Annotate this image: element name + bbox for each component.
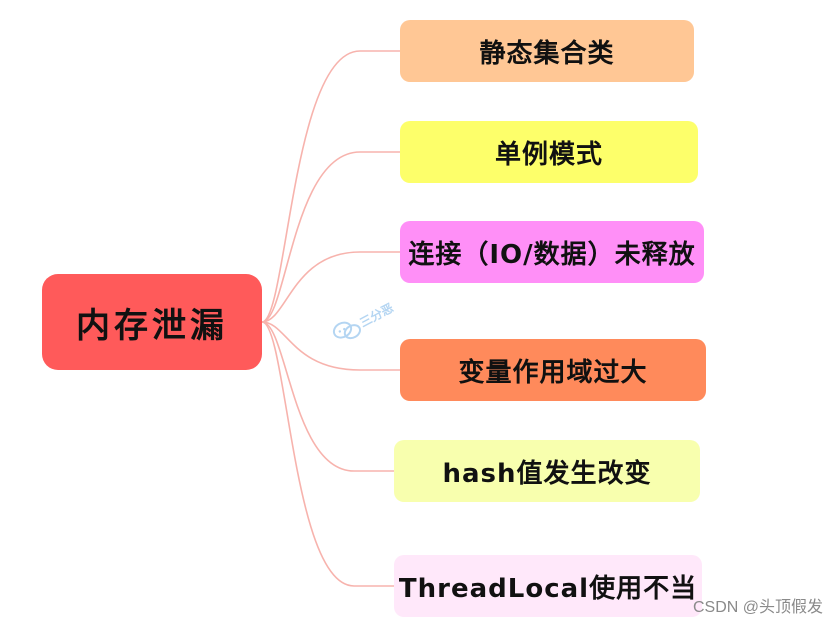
branch-node-unreleased-connection: 连接（IO/数据）未释放 [400,221,704,283]
connector-line [261,321,394,472]
branch-node-singleton: 单例模式 [400,121,698,183]
connector-line [261,321,394,587]
connector-line [261,50,400,323]
branch-node-variable-scope: 变量作用域过大 [400,339,706,401]
branch-node-threadlocal: ThreadLocal使用不当 [394,555,702,617]
credit-text: CSDN @头顶假发 [692,599,823,616]
watermark-text: 三分恶 [357,300,396,330]
connector-line [261,321,400,371]
watermark: 三分恶 [325,284,414,357]
connector-line [261,151,400,323]
chat-bubbles-icon [332,321,362,340]
connector-line [261,251,400,323]
root-node: 内存泄漏 [42,274,262,370]
branch-node-static-collection: 静态集合类 [400,20,694,82]
branch-node-hash-change: hash值发生改变 [394,440,700,502]
